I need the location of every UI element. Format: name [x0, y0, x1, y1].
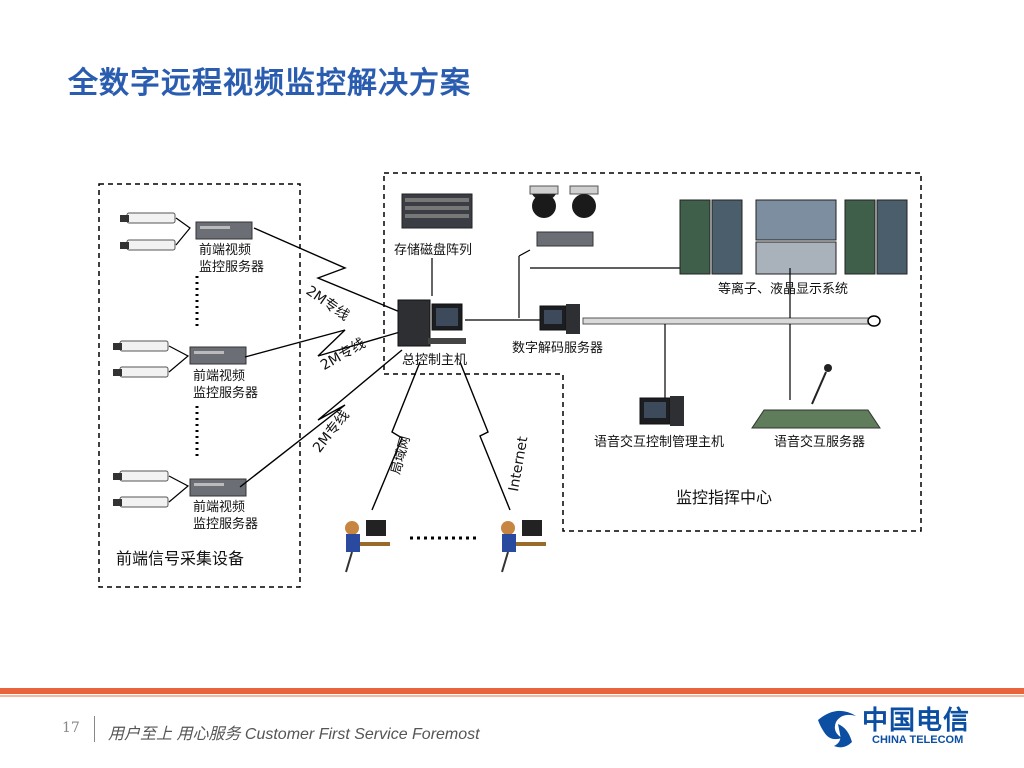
logo-chinese-text: 中国电信	[862, 706, 971, 736]
front-end-group-label: 前端信号采集设备	[116, 549, 245, 568]
telecom-swirl-icon	[818, 710, 856, 748]
front-end-server-icon	[189, 346, 247, 365]
camera-connectors	[168, 217, 191, 503]
dome-camera-icon	[529, 185, 559, 218]
camera-icon	[113, 340, 169, 352]
voice-control-host-icon	[639, 396, 684, 426]
client-links	[371, 361, 511, 511]
display-system-label: 等离子、液晶显示系统	[718, 282, 849, 297]
wan-links	[239, 227, 403, 488]
logo-english-text: CHINA TELECOM	[872, 734, 964, 746]
china-telecom-logo: 中国电信 CHINA TELECOM	[812, 700, 982, 754]
main-host-label: 总控制主机	[402, 353, 468, 368]
footer-accent-bar	[0, 688, 1024, 694]
voice-server-icon	[751, 364, 881, 429]
center-links	[465, 249, 690, 321]
backbone-drops	[664, 268, 791, 400]
display-screen-icon	[679, 199, 908, 275]
main-host-icon	[397, 299, 466, 347]
front-end-group-box	[98, 183, 301, 588]
voice-server-label: 语音交互服务器	[774, 435, 866, 450]
camera-icon	[113, 366, 169, 378]
footer-slogan: 用户至上 用心服务 Customer First Service Foremos…	[108, 726, 480, 743]
camera-icon	[113, 496, 169, 508]
decoder-server-label: 数字解码服务器	[512, 341, 604, 356]
client-workstation-icon	[345, 520, 390, 573]
dome-camera-icon	[569, 185, 599, 218]
storage-array-label: 存储磁盘阵列	[394, 243, 473, 258]
storage-array-icon	[401, 193, 473, 229]
camera-icon	[120, 212, 176, 224]
camera-encoder-icon	[536, 231, 594, 247]
front-end-server-label: 前端视频 监控服务器	[193, 500, 259, 532]
voice-control-host-label: 语音交互控制管理主机	[594, 435, 725, 450]
network-backbone	[582, 315, 881, 327]
camera-icon	[113, 470, 169, 482]
front-end-server-label: 前端视频 监控服务器	[193, 369, 259, 401]
page-number: 17	[62, 720, 80, 736]
command-center-group-box	[383, 172, 922, 532]
footer-accent-bar-thin	[0, 695, 1024, 697]
slide-title: 全数字远程视频监控解决方案	[68, 66, 471, 101]
footer-divider	[94, 716, 95, 742]
front-end-server-icon	[189, 478, 247, 497]
front-end-server-icon	[195, 221, 253, 240]
camera-icon	[120, 239, 176, 251]
client-workstation-icon	[501, 520, 546, 573]
front-end-server-label: 前端视频 监控服务器	[199, 243, 265, 275]
decoder-server-icon	[539, 304, 580, 334]
command-center-label: 监控指挥中心	[676, 488, 773, 507]
